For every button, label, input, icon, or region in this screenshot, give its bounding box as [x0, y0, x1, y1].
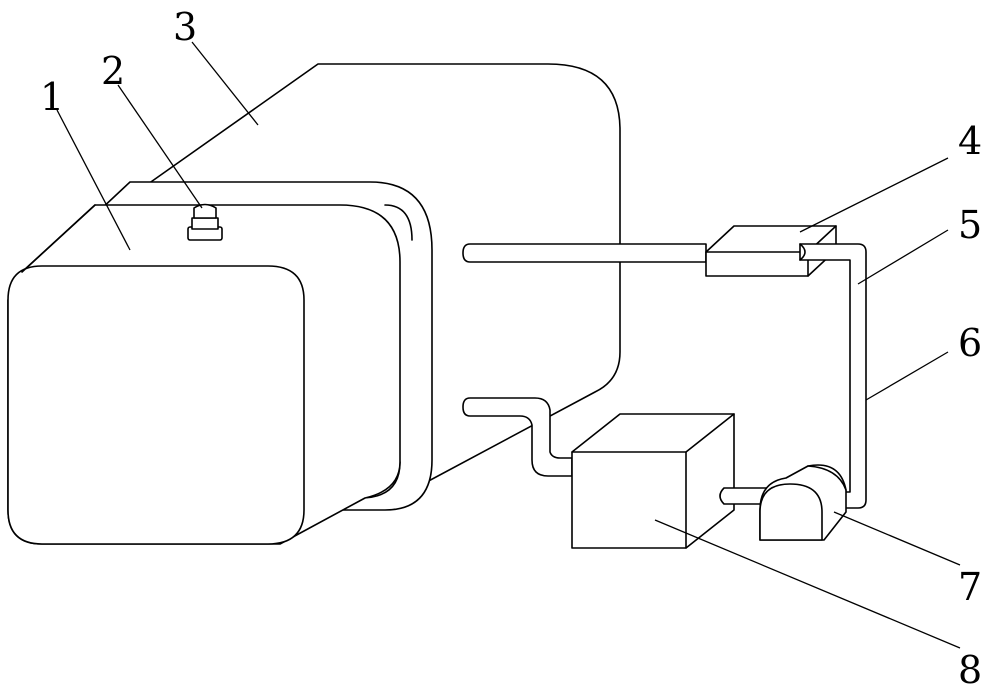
label-1: 1: [40, 75, 64, 119]
tank-body: [7, 204, 401, 545]
label-8: 8: [958, 648, 982, 687]
label-4: 4: [958, 119, 982, 163]
lower-pipe: [462, 397, 573, 477]
label-5: 5: [958, 203, 982, 247]
label-6: 6: [958, 321, 982, 365]
lower-box: [571, 413, 735, 549]
tank-cap: [187, 203, 223, 241]
label-2: 2: [101, 49, 125, 93]
pump: [759, 464, 847, 541]
upper-pipe: [462, 243, 707, 263]
label-7: 7: [958, 565, 982, 609]
leader-lines: [56, 41, 961, 649]
label-3: 3: [173, 5, 197, 49]
